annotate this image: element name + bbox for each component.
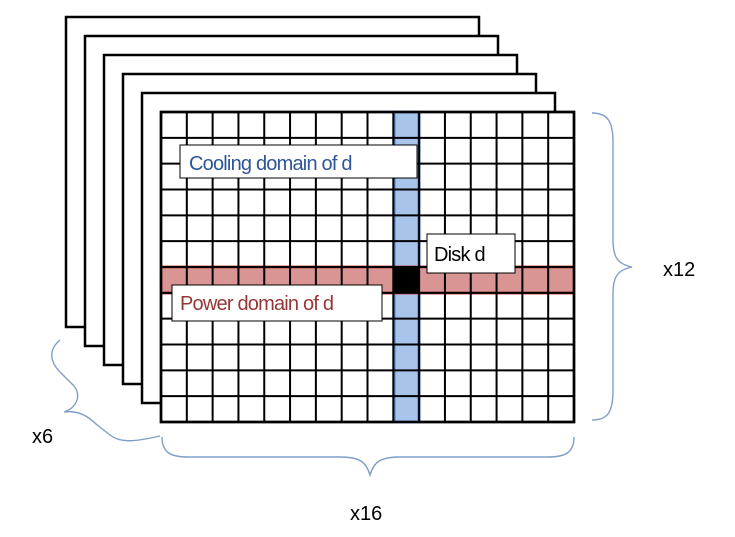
disk-d-cell: [394, 267, 419, 293]
front-sheet-border: [159, 110, 576, 424]
cooling-label: Cooling domain of d: [189, 153, 352, 175]
power-label: Power domain of d: [180, 293, 333, 315]
layers-count-label: x6: [32, 426, 53, 448]
rows-count-label: x12: [663, 259, 695, 281]
right-brace: [591, 112, 633, 421]
disk-label-box: Disk d: [426, 233, 516, 274]
disk-label: Disk d: [434, 244, 485, 266]
cols-count-label: x16: [350, 503, 382, 525]
left-brace: [51, 339, 161, 442]
power-label-box: Power domain of d: [171, 284, 383, 322]
cooling-label-box: Cooling domain of d: [179, 144, 418, 179]
bottom-brace: [161, 436, 575, 478]
